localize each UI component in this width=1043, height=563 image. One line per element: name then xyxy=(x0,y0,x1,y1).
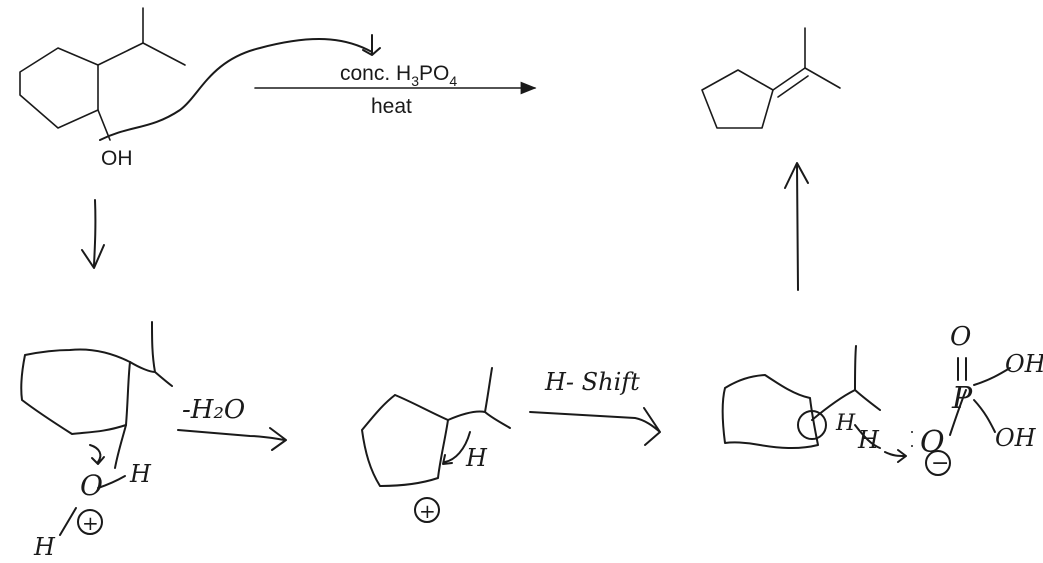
hydrogen-on-carbon-label: H xyxy=(835,411,856,436)
shift-label: H- Shift xyxy=(544,368,640,396)
dehydration-arrow xyxy=(177,427,287,451)
oxonium-charge: + xyxy=(82,511,99,535)
phosphate-o-label: O xyxy=(920,425,945,460)
carbocation-1-structure xyxy=(361,367,511,523)
phosphorus-label: P xyxy=(951,381,973,416)
product-structure xyxy=(701,27,841,129)
h-right-label: H xyxy=(129,460,152,488)
o-label: O xyxy=(80,469,103,502)
curved-attack-arrow xyxy=(99,38,373,141)
h-lower-label: H xyxy=(33,533,56,561)
starting-material-structure xyxy=(19,7,186,141)
top-oxygen-label: O xyxy=(950,322,971,352)
oh-label: OH xyxy=(101,147,133,170)
carbocation-1-charge: + xyxy=(419,499,436,523)
protonated-alcohol-structure xyxy=(20,321,173,536)
oh-top-label: OH xyxy=(1005,350,1043,378)
hydrogen-left-label: H xyxy=(857,426,880,454)
condition-label: heat xyxy=(371,95,412,118)
oh-bottom-label: OH xyxy=(995,424,1037,452)
phosphate-o-charge: − xyxy=(931,451,949,476)
deprotonation-structure xyxy=(721,345,1011,476)
shift-arrow xyxy=(529,407,661,446)
down-arrow xyxy=(81,199,105,269)
up-arrow xyxy=(784,162,809,291)
reagent-label: conc. H3PO4 xyxy=(340,62,457,89)
dehydration-label: -H₂O xyxy=(182,395,245,425)
curved-arrow-tip-icon xyxy=(362,34,381,56)
carbocation-1-h-label: H xyxy=(465,444,488,472)
